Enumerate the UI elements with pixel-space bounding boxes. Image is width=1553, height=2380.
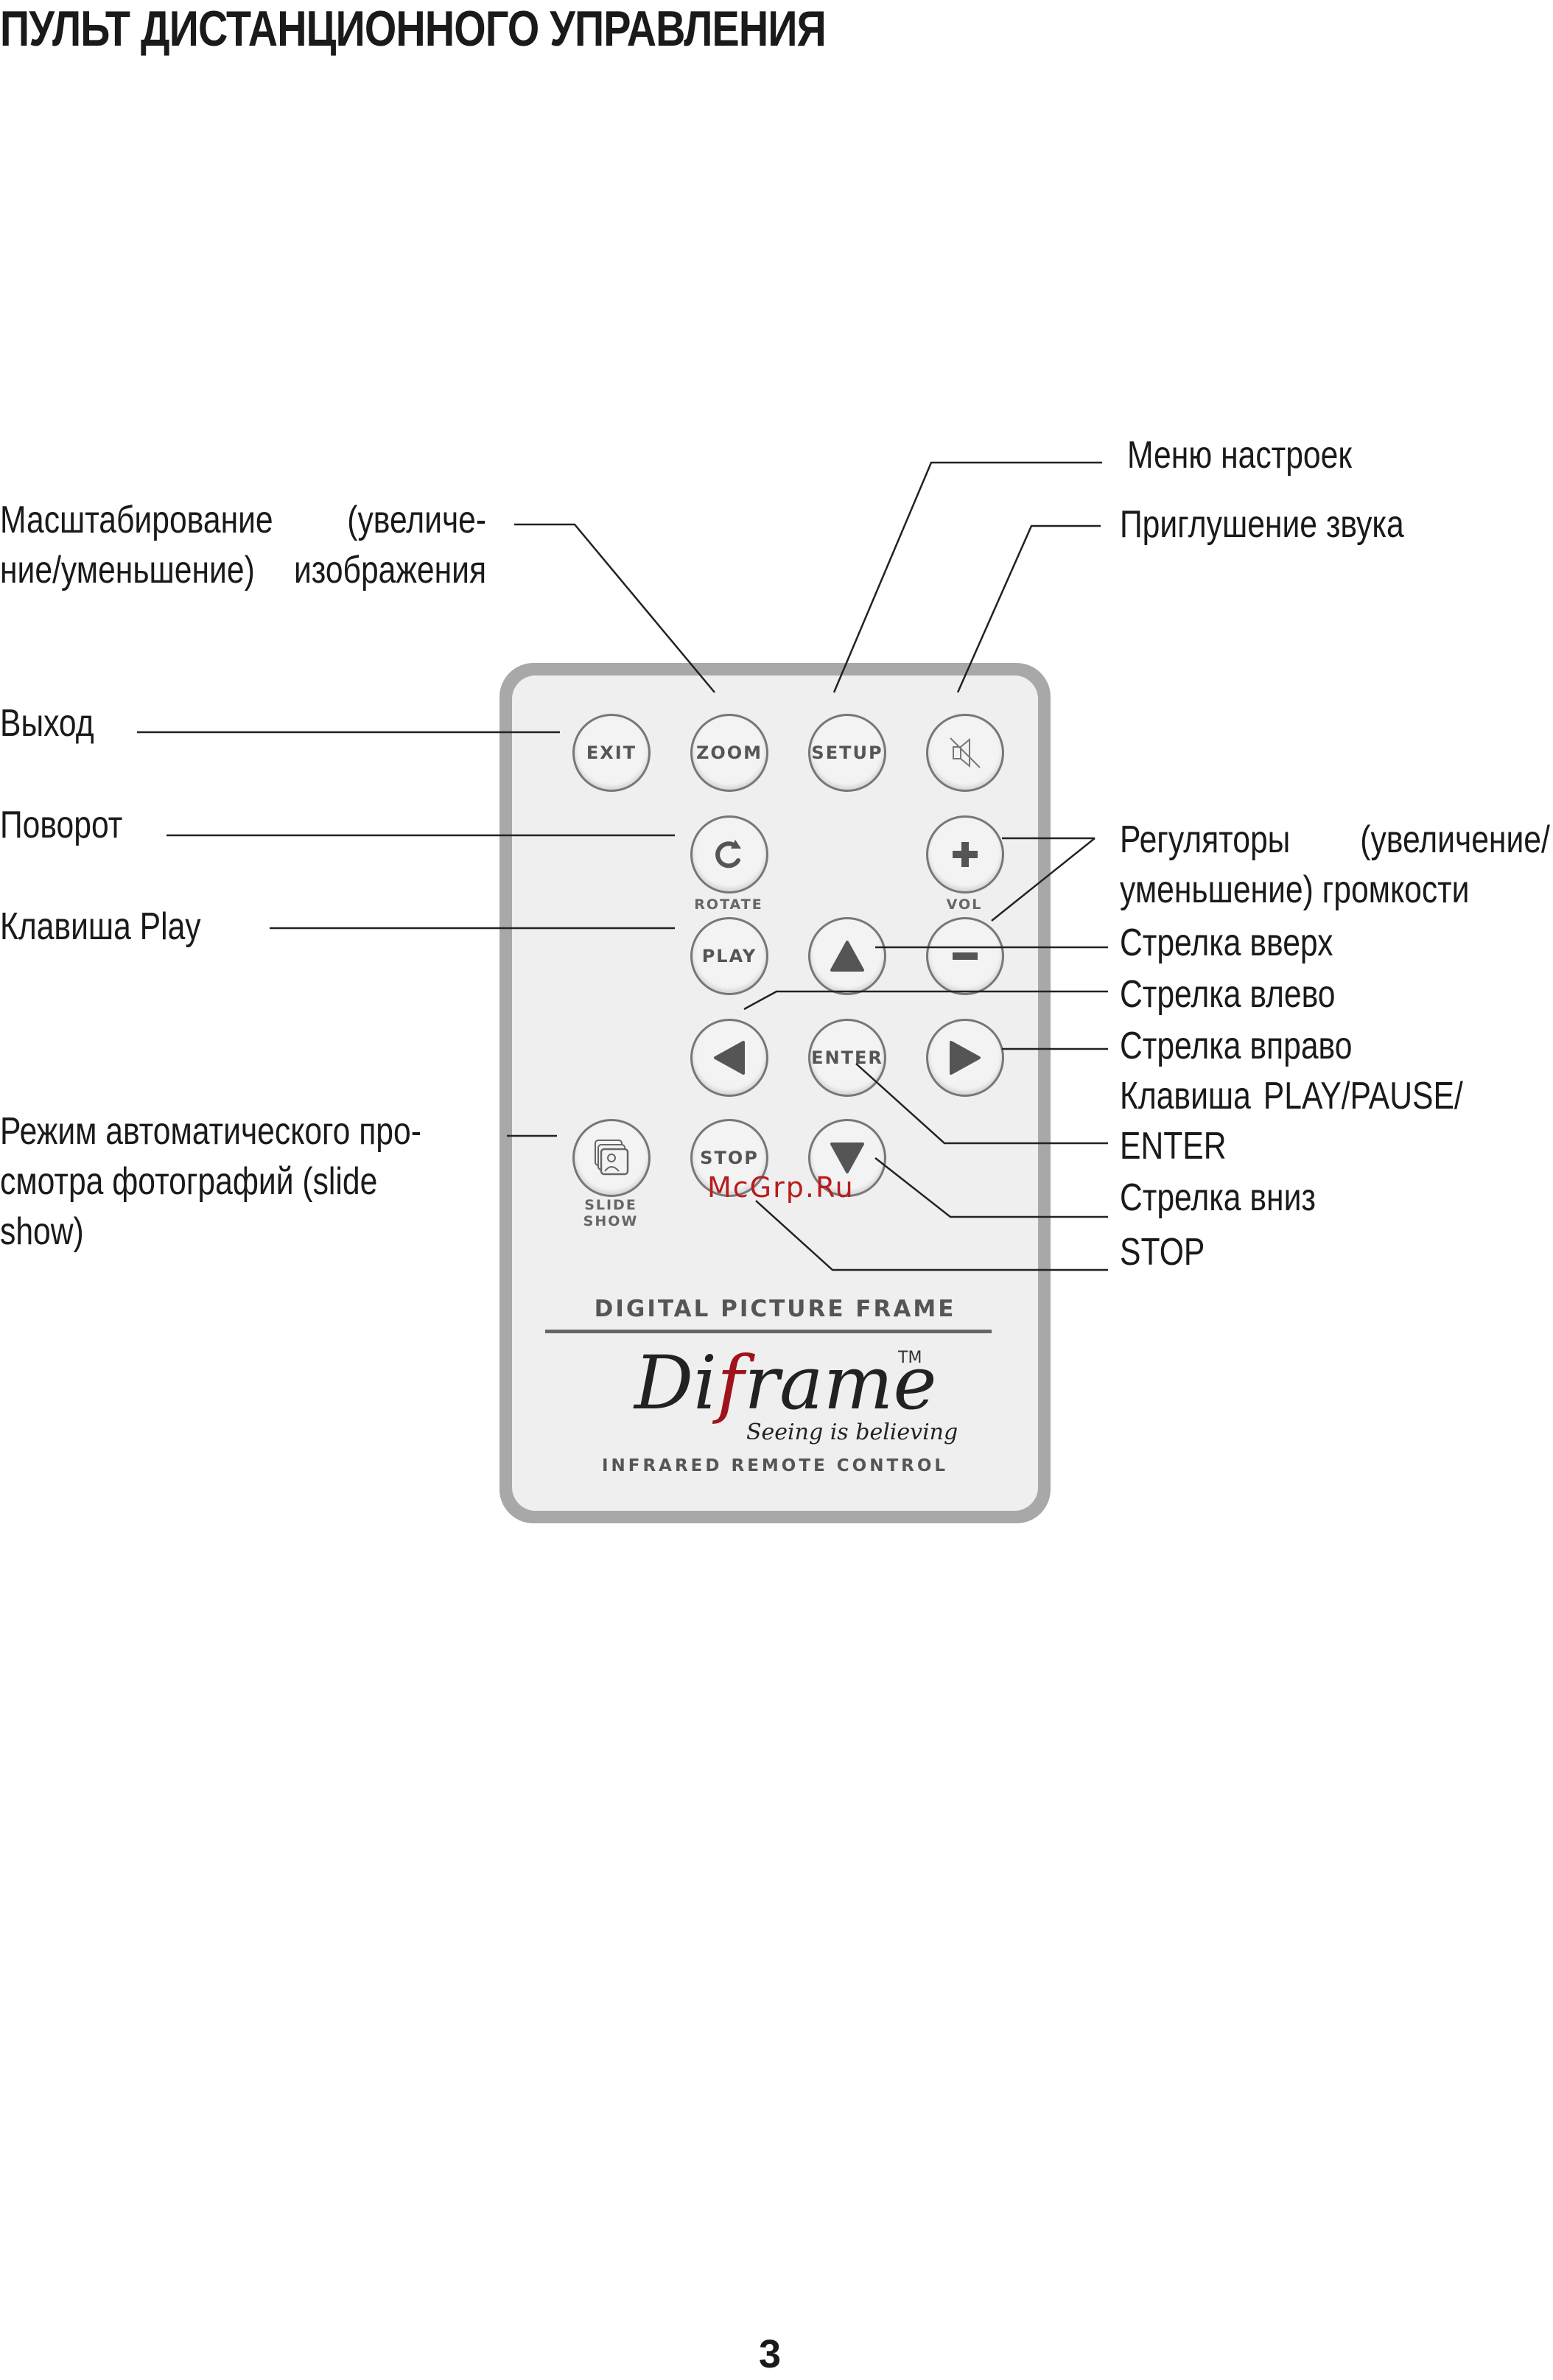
setup-button[interactable]: SETUP bbox=[808, 714, 886, 792]
mute-icon bbox=[950, 737, 981, 768]
arrow-up-icon bbox=[830, 941, 864, 972]
label-rotate: Поворот bbox=[0, 804, 123, 846]
tagline: Seeing is believing bbox=[746, 1419, 958, 1445]
label-stop: STOP bbox=[1120, 1231, 1205, 1274]
slideshow-icon bbox=[595, 1140, 629, 1176]
label-mute: Приглушение звука bbox=[1120, 503, 1404, 546]
label-play: Клавиша Play bbox=[0, 905, 201, 948]
label-volume: Регуляторы (увеличение/ уменьшение) гром… bbox=[1120, 818, 1550, 911]
vol-caption: VOL bbox=[946, 896, 983, 913]
right-arrow-button[interactable] bbox=[926, 1019, 1004, 1097]
label-down: Стрелка вниз bbox=[1120, 1176, 1316, 1219]
plus-icon bbox=[953, 842, 978, 867]
label-slideshow: Режим автоматического про- смотра фотогр… bbox=[0, 1110, 421, 1253]
enter-button[interactable]: ENTER bbox=[808, 1019, 886, 1097]
vol-down-button[interactable] bbox=[926, 917, 1004, 995]
label-left: Стрелка влево bbox=[1120, 973, 1336, 1016]
watermark: McGrp.Ru bbox=[707, 1171, 855, 1204]
arrow-right-icon bbox=[950, 1041, 981, 1075]
zoom-button[interactable]: ZOOM bbox=[690, 714, 768, 792]
arrow-left-icon bbox=[714, 1041, 745, 1075]
remote-subtitle: INFRARED REMOTE CONTROL bbox=[601, 1456, 949, 1475]
slideshow-button[interactable] bbox=[572, 1119, 651, 1197]
minus-icon bbox=[953, 952, 978, 960]
rotate-caption: ROTATE bbox=[694, 896, 763, 913]
label-zoom: Масштабирование (увеличе- ние/уменьшение… bbox=[0, 499, 487, 592]
label-up: Стрелка вверх bbox=[1120, 922, 1333, 964]
trademark: TM bbox=[898, 1349, 922, 1367]
label-setup: Меню настроек bbox=[1127, 434, 1353, 477]
label-enter: Клавиша PLAY/PAUSE/ ENTER bbox=[1120, 1075, 1463, 1168]
brand-logo: Diframe bbox=[634, 1340, 937, 1426]
exit-button[interactable]: EXIT bbox=[572, 714, 651, 792]
label-right: Стрелка вправо bbox=[1120, 1025, 1353, 1067]
remote-control: EXIT ZOOM SETUP ROTATE VOL PLAY bbox=[499, 663, 1051, 1523]
callout-line-setup bbox=[832, 461, 1102, 693]
page-title: ПУЛЬТ ДИСТАНЦИОННОГО УПРАВЛЕНИЯ bbox=[0, 1, 827, 57]
vol-up-button[interactable] bbox=[926, 815, 1004, 894]
play-button[interactable]: PLAY bbox=[690, 917, 768, 995]
label-exit: Выход bbox=[0, 702, 94, 745]
page-number: 3 bbox=[759, 2332, 782, 2376]
frame-title: DIGITAL PICTURE FRAME bbox=[594, 1296, 956, 1322]
left-arrow-button[interactable] bbox=[690, 1019, 768, 1097]
rotate-button[interactable] bbox=[690, 815, 768, 894]
rotate-icon bbox=[715, 840, 741, 868]
remote-body: EXIT ZOOM SETUP ROTATE VOL PLAY bbox=[512, 675, 1038, 1511]
slideshow-caption: SLIDE SHOW bbox=[583, 1197, 639, 1229]
mute-button[interactable] bbox=[926, 714, 1004, 792]
up-arrow-button[interactable] bbox=[808, 917, 886, 995]
stop-button[interactable]: STOP bbox=[690, 1119, 768, 1197]
frame-divider bbox=[545, 1330, 992, 1333]
arrow-down-icon bbox=[830, 1142, 864, 1173]
